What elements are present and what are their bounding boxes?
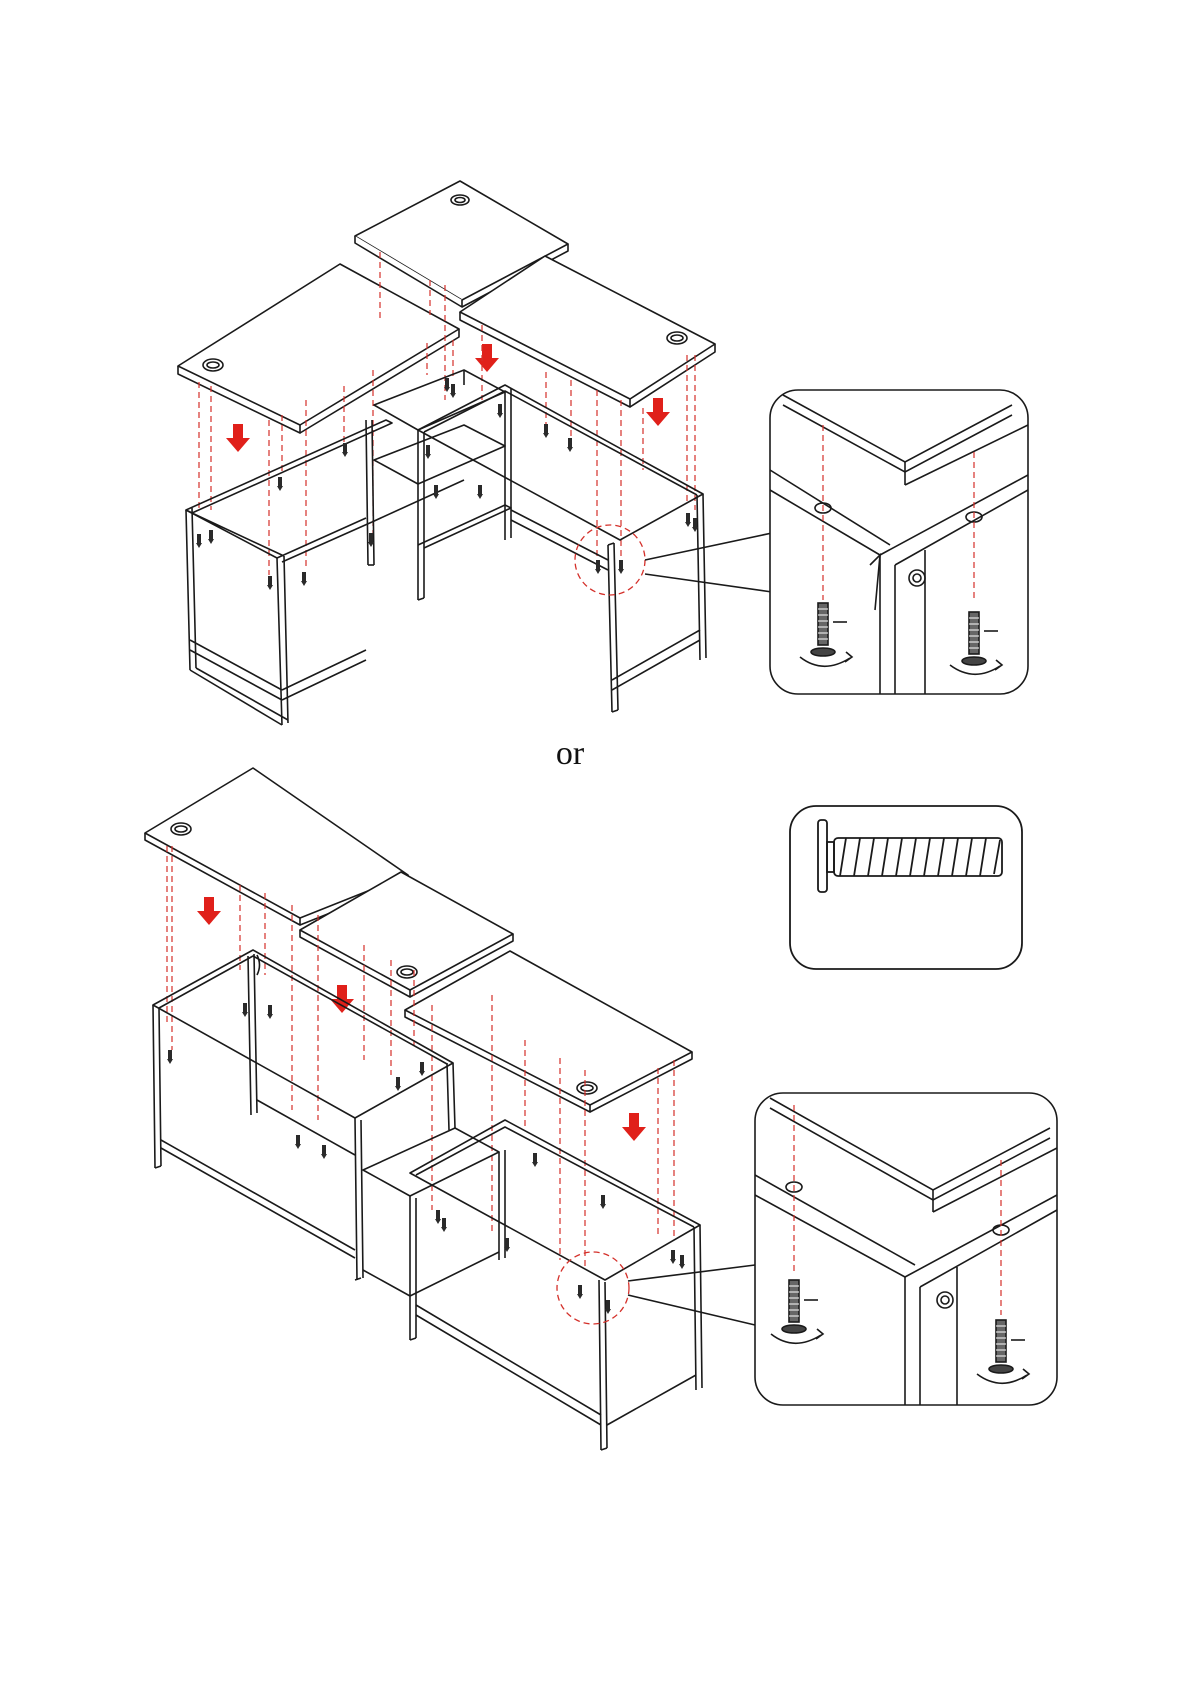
straight-assembly	[145, 768, 755, 1450]
detail-callout-top	[770, 390, 1028, 694]
tabletop-left	[178, 264, 459, 433]
frame-shelf-unit	[374, 370, 511, 600]
hardware-panel	[790, 806, 1022, 969]
l-shape-assembly	[178, 181, 772, 725]
callout-lines	[645, 533, 772, 592]
detail-callout-bottom	[755, 1093, 1057, 1405]
detail-highlight-circle	[575, 525, 645, 595]
callout-lines	[628, 1265, 755, 1325]
frame-right	[418, 385, 706, 712]
frame-left	[186, 420, 464, 725]
detail-highlight-circle	[557, 1252, 629, 1324]
option-separator-label: or	[540, 735, 600, 773]
